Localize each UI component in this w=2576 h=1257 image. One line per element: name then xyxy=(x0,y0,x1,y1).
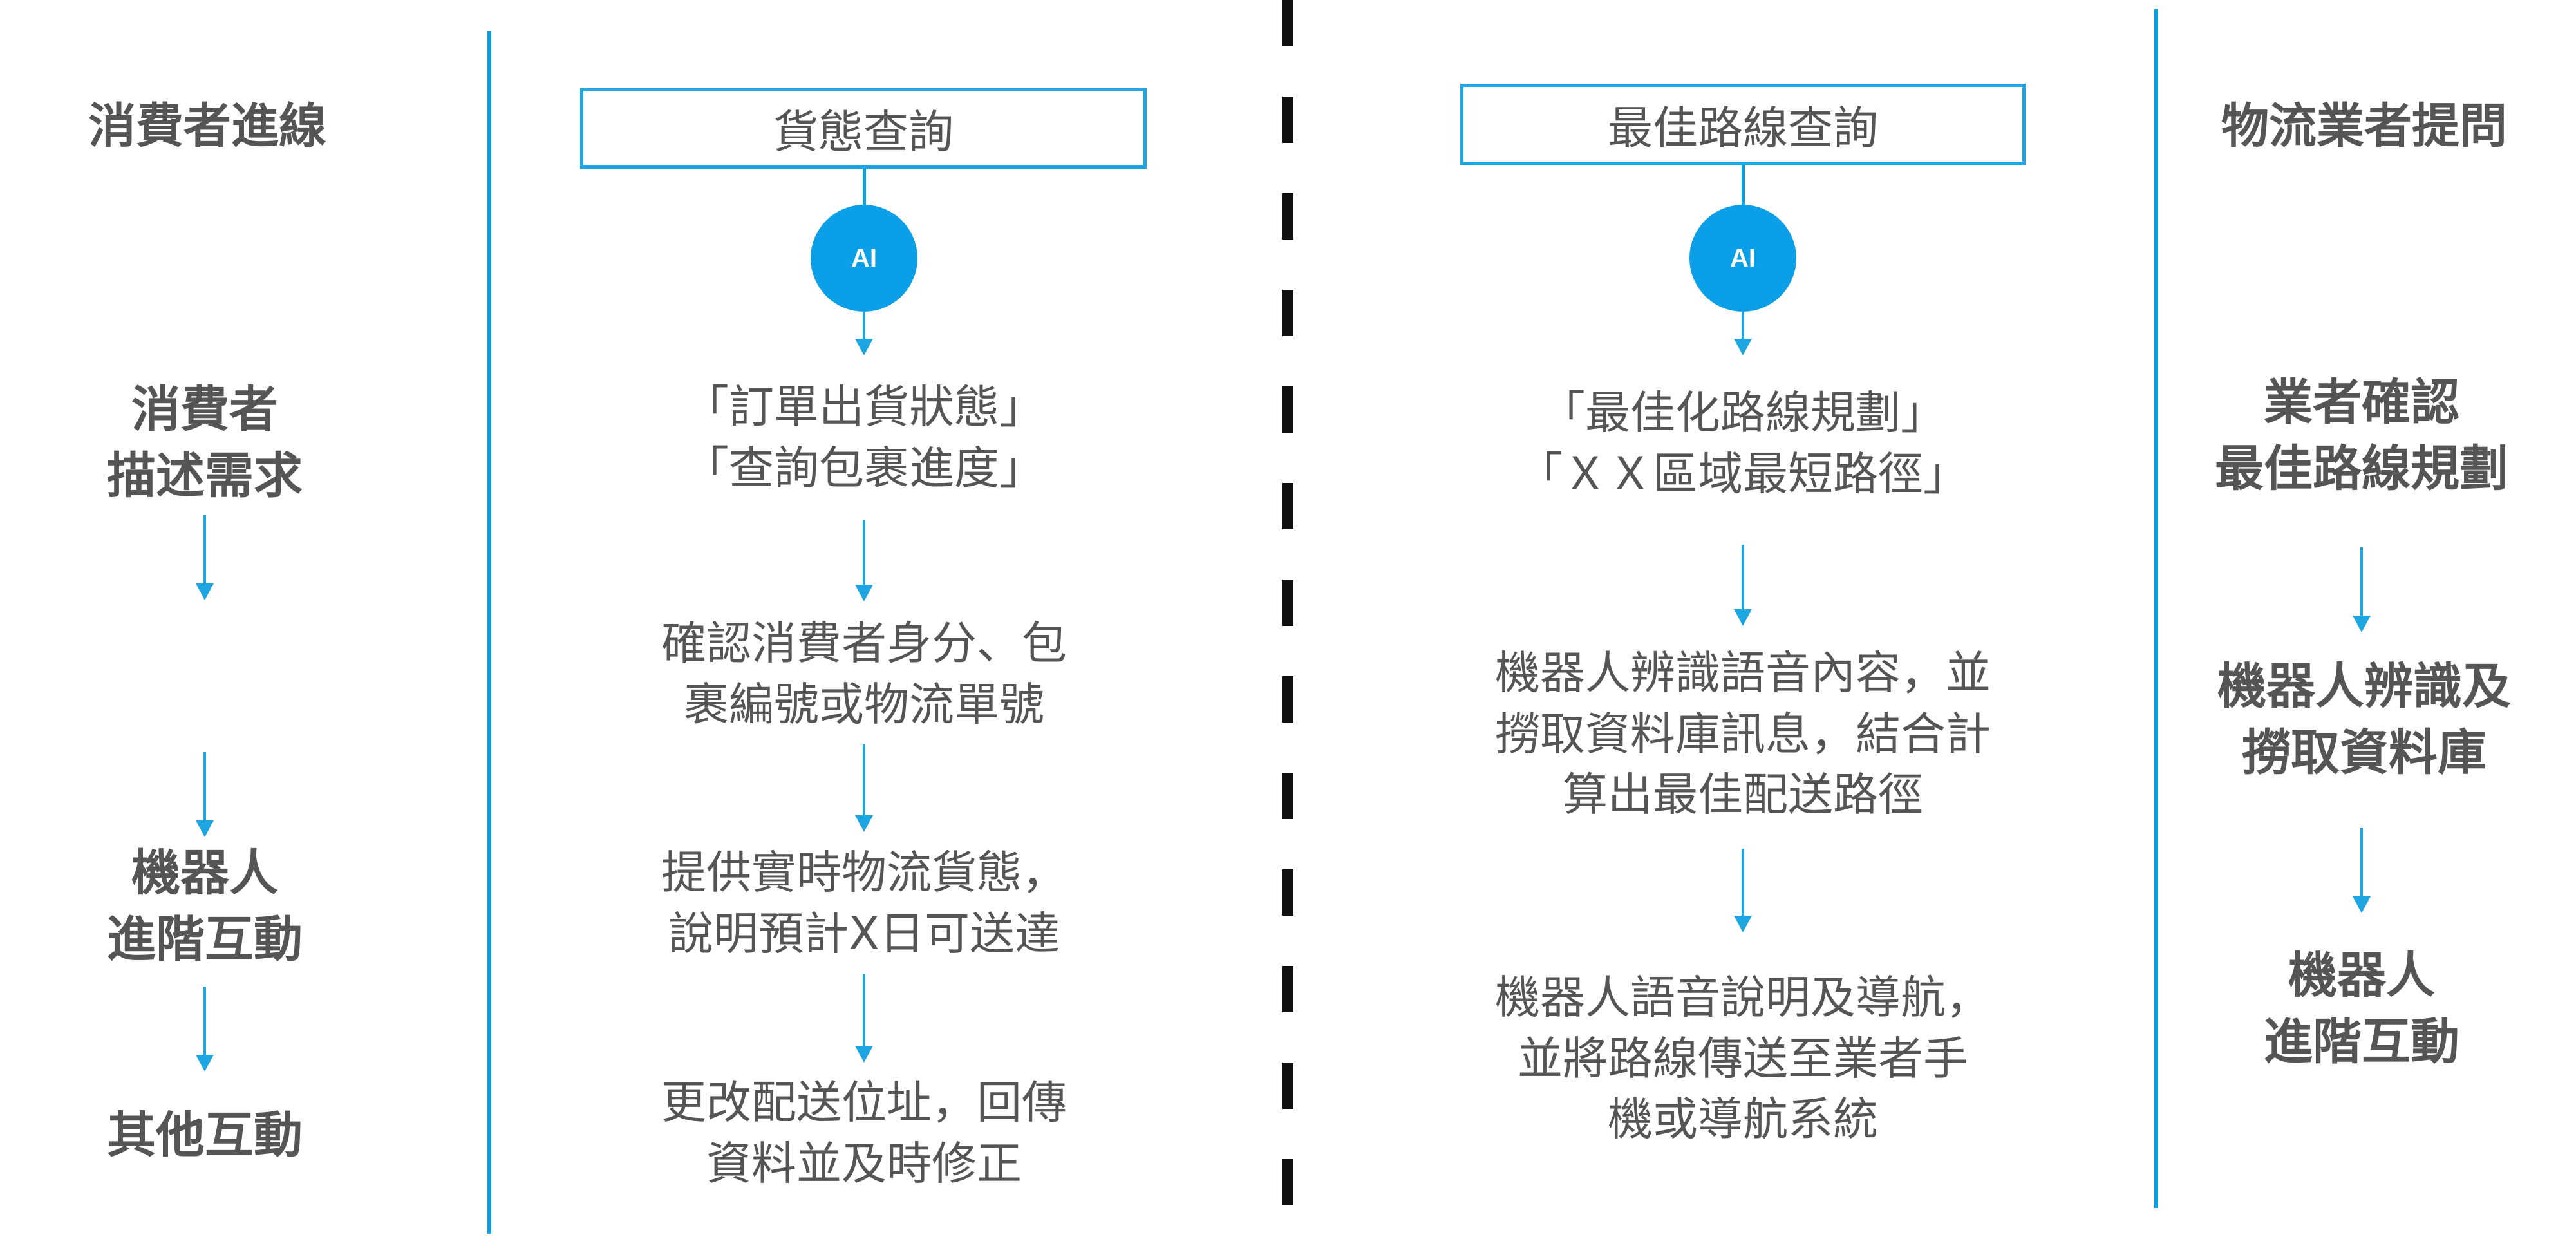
ai-icon: AI xyxy=(1689,205,1796,312)
logistics-step-route-planning: 「最佳化路線規劃」 「ＸＸ區域最短路徑」 xyxy=(1518,386,1968,500)
best-route-query-box: 最佳路線查詢 xyxy=(1460,84,2026,165)
cargo-status-query-box: 貨態查詢 xyxy=(580,88,1147,169)
consumer-step-queries: 「訂單出貨狀態」 「查詢包裹進度」 xyxy=(684,381,1044,495)
consumer-step-realtime-status: 提供實時物流貨態， 說明預計X日可送達 xyxy=(661,846,1067,960)
consumer-connector xyxy=(863,169,866,207)
right-divider xyxy=(2154,9,2158,1208)
right-step-recognize-fetch: 機器人辨識及 撈取資料庫 xyxy=(2217,657,2511,781)
right-step-advanced-interaction: 機器人 進階互動 xyxy=(2264,947,2459,1070)
consumer-inbound-title: 消費者進線 xyxy=(88,99,326,154)
right-step-confirm-route: 業者確認 最佳路線規劃 xyxy=(2215,373,2508,497)
consumer-step-verify: 確認消費者身分、包 裹編號或物流單號 xyxy=(661,617,1067,731)
left-step-other-interaction: 其他互動 xyxy=(107,1106,303,1164)
consumer-step-change-address: 更改配送位址，回傳 資料並及時修正 xyxy=(661,1076,1067,1190)
left-step-advanced-interaction: 機器人 進階互動 xyxy=(107,844,303,968)
left-step-describe-needs: 消費者 描述需求 xyxy=(107,381,303,504)
logistics-step-voice-navigation: 機器人語音說明及導航， 並將路線傳送至業者手 機或導航系統 xyxy=(1495,971,1991,1146)
logistics-connector xyxy=(1742,165,1745,207)
logistics-step-recognize: 機器人辨識語音內容，並 撈取資料庫訊息，結合計 算出最佳配送路徑 xyxy=(1495,647,1991,821)
left-divider xyxy=(487,31,491,1234)
ai-icon: AI xyxy=(811,205,917,312)
logistics-inquiry-title: 物流業者提問 xyxy=(2221,99,2507,154)
